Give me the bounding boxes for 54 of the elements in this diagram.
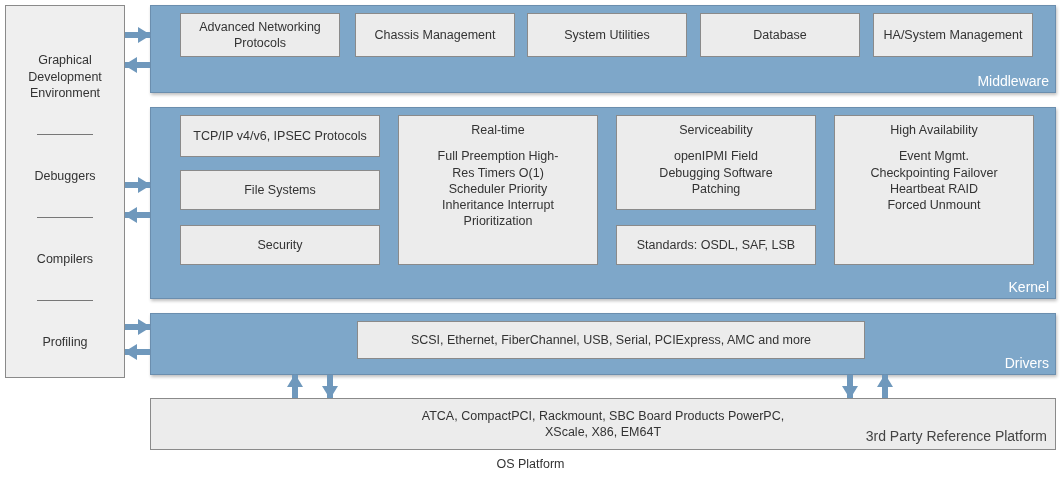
layer-title: Middleware: [977, 73, 1049, 89]
module-label: Database: [753, 26, 807, 44]
module-label: Chassis Management: [374, 26, 496, 44]
layer-band: [150, 5, 1056, 93]
module-label: SCSI, Ethernet, FiberChannel, USB, Serial, PCIExpress, AMC and more: [410, 331, 812, 349]
module-label: TCP/IP v4/v6, IPSEC Protocols: [193, 127, 367, 145]
platform-list: ATCA, CompactPCI, Rackmount, SBC Board Products PowerPC, XScale, X86, EM64T: [413, 407, 793, 441]
module-box: [700, 13, 860, 57]
module-box: [180, 225, 380, 265]
feature-list: Full Preemption High-Res Timers O(1) Scheduler Priority Inheritance Interrupt Prioritization: [433, 148, 563, 230]
arrow: [124, 207, 150, 223]
arrow: [125, 319, 151, 335]
module-heading: High Availability: [890, 122, 978, 139]
module-box: [355, 13, 515, 57]
module-label: File Systems: [244, 181, 316, 199]
caption: OS Platform: [496, 457, 565, 471]
module-label: Security: [257, 236, 303, 254]
module-box: [834, 115, 1034, 265]
layer-band: [150, 107, 1056, 299]
tool-name: Profiling: [42, 334, 88, 351]
arrow: [125, 27, 151, 43]
platform-title: 3rd Party Reference Platform: [864, 426, 1047, 445]
layer-title: Drivers: [1004, 355, 1049, 371]
module-label: HA/System Management: [883, 26, 1023, 44]
module-box: [527, 13, 687, 57]
feature-list: openIPMI Field Debugging Software Patching: [651, 148, 781, 197]
feature-list: Event Mgmt. Checkpointing Failover Heartbeat RAID Forced Unmount: [869, 148, 999, 214]
module-label: Standards: OSDL, SAF, LSB: [636, 236, 796, 254]
layer-title: Kernel: [1008, 279, 1049, 295]
module-label: Advanced Networking Protocols: [198, 18, 322, 52]
module-box: [873, 13, 1033, 57]
module-box: [180, 115, 380, 157]
module-box: [398, 115, 598, 265]
module-label: System Utilities: [564, 26, 650, 44]
platform-band: [150, 398, 1056, 450]
module-box: [180, 13, 340, 57]
module-heading: Real-time: [471, 122, 525, 139]
arrow: [877, 374, 893, 398]
arrow: [842, 375, 858, 399]
tool-name: Debuggers: [34, 168, 96, 185]
module-box: [616, 225, 816, 265]
module-box: [180, 170, 380, 210]
module-box: [357, 321, 865, 359]
arrow: [125, 177, 151, 193]
arrow: [322, 375, 338, 399]
arrow: [124, 344, 150, 360]
arrow: [287, 374, 303, 398]
layer-band: [150, 313, 1056, 375]
module-heading: Serviceability: [679, 122, 753, 139]
arrow: [124, 57, 150, 73]
tool-panel: [5, 5, 125, 378]
tool-name: Graphical Development Environment: [27, 52, 103, 102]
tool-name: Compilers: [36, 251, 94, 268]
module-box: [616, 115, 816, 210]
